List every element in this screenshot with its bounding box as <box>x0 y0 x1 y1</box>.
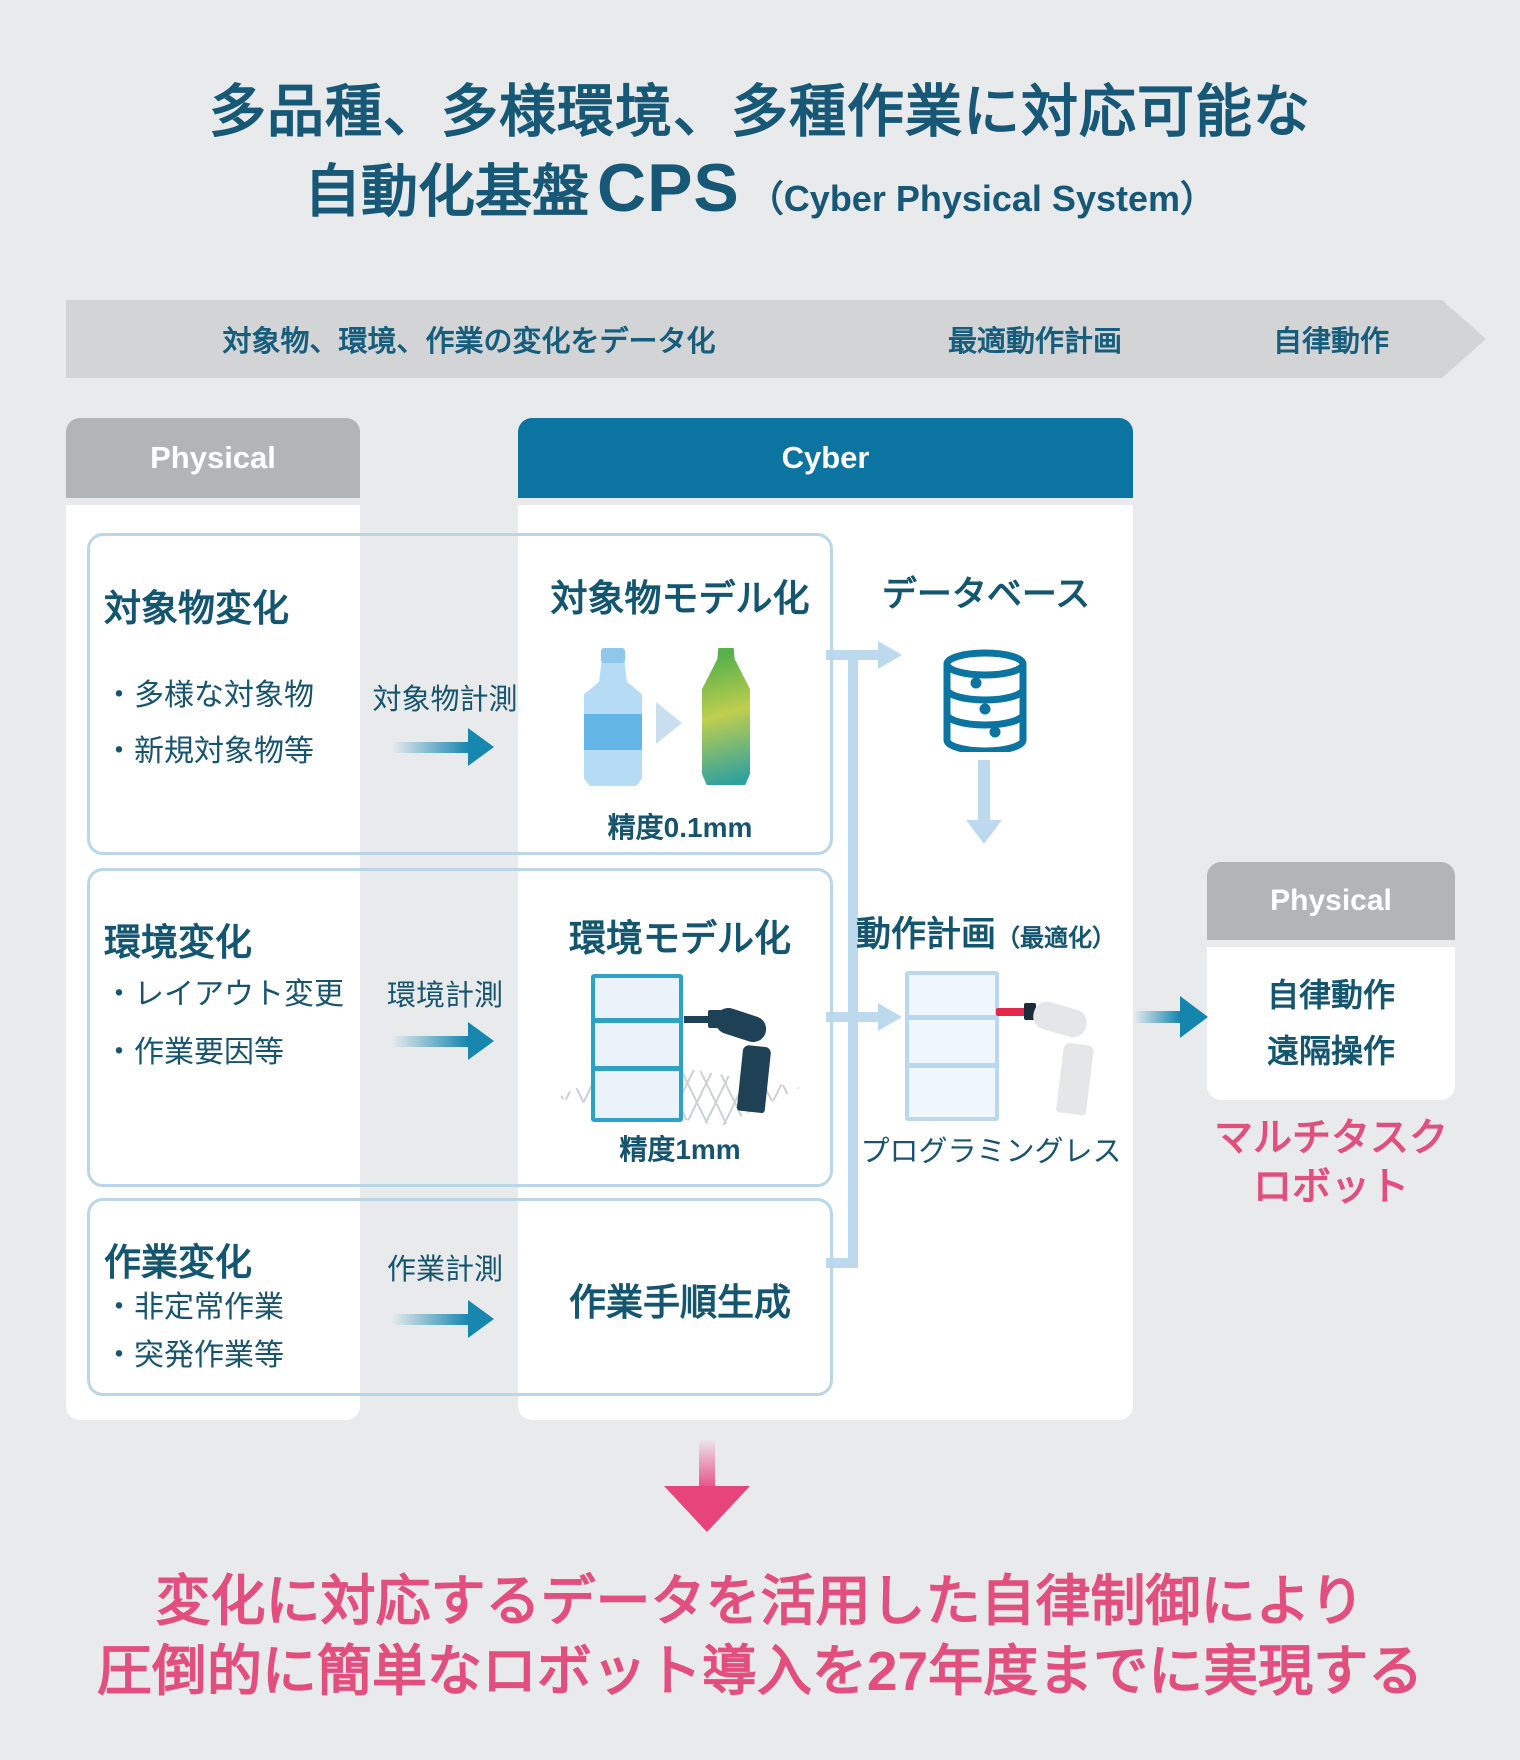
row1-measure-label: 対象物計測 <box>372 684 518 716</box>
physical-right-line1: 自律動作 <box>1266 977 1395 1013</box>
database-down-arrow-head <box>966 820 1002 844</box>
page-title-line1: 多品種、多様環境、多種作業に対応可能な <box>209 80 1311 144</box>
shelf-divider <box>909 1015 995 1020</box>
row3-measure-label: 作業計測 <box>386 1254 503 1286</box>
cyber-to-physical-arrow <box>1134 1011 1180 1023</box>
row-box-object <box>87 533 833 855</box>
row3-bullets: ・非定常作業 ・突発作業等 <box>104 1284 284 1380</box>
process-step-2: 最適動作計画 <box>840 300 1212 378</box>
row1-measure-arrow <box>392 742 468 753</box>
row1-bullet-2: ・新規対象物等 <box>104 735 314 768</box>
connector-arrowhead-database <box>878 641 902 669</box>
cyber-to-physical-arrow-head <box>1180 996 1208 1038</box>
title-acronym: CPS <box>596 150 740 226</box>
physical-right-panel: 自律動作 遠隔操作 <box>1207 947 1455 1100</box>
shelf-model-icon <box>591 974 683 1122</box>
row1-heading: 対象物変化 <box>104 588 289 629</box>
multitask-line2: ロボット <box>1252 1166 1409 1209</box>
physical-right-line2: 遠隔操作 <box>1266 1033 1395 1069</box>
row1-bullets: ・多様な対象物 ・新規対象物等 <box>104 668 314 780</box>
physical-left-panel <box>66 505 360 1420</box>
row2-bullet-1: ・レイアウト変更 <box>104 978 344 1011</box>
plan-caption: プログラミングレス <box>860 1136 1122 1168</box>
row2-measure-label: 環境計測 <box>386 980 503 1012</box>
row2-model-heading: 環境モデル化 <box>569 918 791 959</box>
shelf-divider <box>595 1066 679 1071</box>
database-down-arrow-body <box>978 760 990 822</box>
conclusion-line1: 変化に対応するデータを活用した自律制御により <box>155 1570 1365 1632</box>
plan-shelf-icon <box>905 971 999 1121</box>
row3-bullet-2: ・突発作業等 <box>104 1339 284 1372</box>
title-subtitle: （Cyber Physical System） <box>747 178 1217 219</box>
cyber-header: Cyber <box>518 418 1133 498</box>
database-heading: データベース <box>881 575 1091 614</box>
row3-measure-arrow <box>392 1314 468 1325</box>
plan-heading-sub: （最適化） <box>996 925 1116 952</box>
model-transform-triangle-icon <box>656 702 682 744</box>
process-step-3: 自律動作 <box>1162 300 1486 378</box>
row1-model-heading: 対象物モデル化 <box>550 578 810 619</box>
plan-heading-group: 動作計画（最適化） <box>826 906 1146 957</box>
pet-bottle-label-band <box>584 714 642 750</box>
connector-row2-to-plan <box>826 1012 878 1022</box>
shelf-divider <box>595 1018 679 1023</box>
connector-trunk-vertical <box>848 650 858 1268</box>
page-title-line2: 自動化基盤 CPS （Cyber Physical System） <box>0 146 1520 228</box>
row2-measure-arrow-head <box>468 1022 494 1060</box>
row-box-environment <box>87 868 833 1187</box>
robot-arm-dark-icon <box>684 1016 710 1023</box>
shelf-divider <box>909 1063 995 1068</box>
row2-measure-arrow <box>392 1036 468 1047</box>
process-step-1: 対象物、環境、作業の変化をデータ化 <box>66 300 902 378</box>
row3-model-heading: 作業手順生成 <box>569 1282 791 1323</box>
row2-bullet-2: ・作業要因等 <box>104 1036 284 1069</box>
row1-measure-arrow-head <box>468 728 494 766</box>
process-step-1-label: 対象物、環境、作業の変化をデータ化 <box>222 326 716 358</box>
row3-bullet-1: ・非定常作業 <box>104 1291 284 1324</box>
physical-left-header: Physical <box>66 418 360 498</box>
process-step-3-label: 自律動作 <box>1272 326 1389 358</box>
row1-bullet-1: ・多様な対象物 <box>104 679 314 712</box>
plan-heading: 動作計画 <box>855 915 996 954</box>
connector-arrowhead-plan <box>878 1003 902 1031</box>
physical-right-header: Physical <box>1207 862 1455 940</box>
row3-heading: 作業変化 <box>104 1242 252 1283</box>
down-arrow-icon <box>699 1440 715 1492</box>
process-step-2-label: 最適動作計画 <box>947 326 1122 358</box>
down-arrow-head <box>664 1486 750 1532</box>
database-icon <box>938 648 1032 755</box>
row3-measure-arrow-head <box>468 1300 494 1338</box>
conclusion-line2: 圧倒的に簡単なロボット導入を27年度までに実現する <box>96 1640 1424 1702</box>
multitask-line1: マルチタスク <box>1213 1117 1448 1160</box>
pet-bottle-cap <box>601 648 625 663</box>
row2-accuracy-caption: 精度1mm <box>619 1134 741 1165</box>
row1-accuracy-caption: 精度0.1mm <box>607 812 753 843</box>
title-main: 自動化基盤 <box>303 160 589 224</box>
multitask-robot-label: マルチタスク ロボット <box>1187 1114 1475 1212</box>
robot-tool-red-icon <box>996 1008 1026 1016</box>
connector-row3-to-trunk <box>826 1258 858 1268</box>
row2-heading: 環境変化 <box>104 922 252 963</box>
row-box-task <box>87 1198 833 1396</box>
row2-bullets: ・レイアウト変更 ・作業要因等 <box>104 966 344 1082</box>
